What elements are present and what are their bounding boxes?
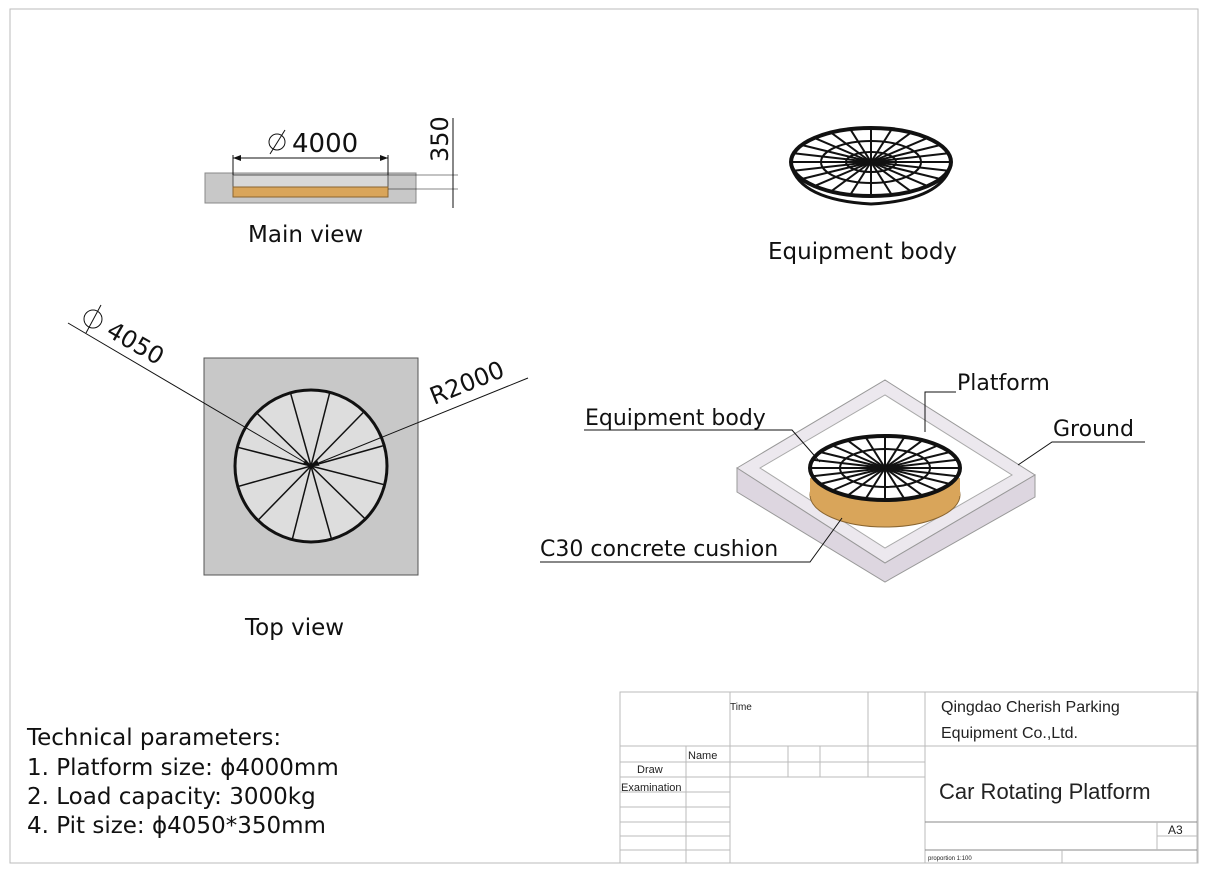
spoke-line — [884, 458, 958, 469]
spoke-line — [812, 458, 886, 469]
spoke-line — [256, 412, 312, 467]
spoke-line — [237, 446, 312, 467]
spoke-line — [237, 465, 312, 488]
equipment-body-view: Equipment body — [768, 126, 957, 265]
spoke-line — [870, 137, 928, 163]
main-view-label: Main view — [248, 222, 363, 248]
spoke-line — [884, 436, 906, 469]
spoke-line — [830, 161, 872, 193]
technical-item: 4. Pit size: ϕ4050*350mm — [27, 813, 326, 839]
spoke-line — [801, 161, 872, 180]
spoke-line — [870, 161, 941, 180]
spoke-line — [819, 451, 886, 469]
technical-parameters: Technical parameters: 1. Platform size: … — [26, 725, 339, 839]
proportion: proportion 1:100 — [928, 856, 972, 862]
name-label: Name — [688, 750, 717, 762]
main-height-dim: 350 — [426, 116, 454, 162]
sheet-size: A3 — [1168, 823, 1183, 837]
top-view: 4050 R2000 Top view — [67, 304, 529, 641]
spoke-line — [884, 467, 924, 497]
spoke-line — [257, 465, 312, 521]
spoke-line — [884, 467, 939, 492]
spoke-line — [884, 467, 951, 485]
main-diameter-dim: 4000 — [292, 129, 358, 159]
spoke-line — [310, 444, 385, 467]
spoke-line — [310, 411, 365, 467]
spoke-line — [793, 161, 872, 172]
drawing-title: Car Rotating Platform — [939, 779, 1151, 804]
examination-label: Examination — [621, 782, 682, 794]
company-line2: Equipment Co.,Ltd. — [941, 725, 1078, 742]
spoke-line — [310, 465, 385, 486]
spoke-line — [870, 152, 949, 163]
spoke-line — [831, 444, 886, 469]
spoke-line — [830, 131, 872, 163]
technical-item: 1. Platform size: ϕ4000mm — [27, 755, 339, 781]
sheet-border — [9, 8, 1199, 864]
spoke-line — [819, 467, 886, 485]
spoke-line — [801, 144, 872, 163]
spoke-line — [849, 161, 872, 196]
company-line1: Qingdao Cherish Parking — [941, 699, 1120, 716]
main-view: 4000 350 Main view — [204, 116, 458, 248]
technical-heading: Technical parameters: — [26, 725, 281, 751]
spoke-line — [870, 161, 912, 193]
spoke-line — [870, 161, 928, 187]
spoke-line — [884, 444, 939, 469]
spoke-line — [849, 128, 872, 163]
spoke-line — [870, 131, 912, 163]
assembly-view: Platform Equipment body Ground C30 concr… — [540, 371, 1145, 583]
time-label: Time — [730, 702, 752, 713]
spoke-line — [831, 467, 886, 492]
cushion-label: C30 concrete cushion — [540, 537, 778, 562]
spoke-line — [310, 465, 333, 540]
top-view-label: Top view — [244, 615, 344, 641]
spoke-line — [814, 161, 872, 187]
spoke-line — [310, 465, 366, 520]
spoke-line — [870, 144, 941, 163]
spoke-line — [289, 392, 312, 467]
spoke-line — [884, 451, 951, 469]
platform-label: Platform — [957, 371, 1050, 396]
draw-label: Draw — [637, 764, 663, 776]
spoke-line — [864, 436, 886, 469]
spoke-line — [846, 467, 886, 497]
technical-item: 2. Load capacity: 3000kg — [27, 784, 316, 810]
spoke-line — [310, 392, 331, 467]
spoke-line — [291, 465, 312, 540]
spoke-line — [870, 128, 893, 163]
spoke-line — [864, 467, 886, 500]
spoke-line — [884, 439, 924, 469]
spoke-line — [846, 439, 886, 469]
spoke-line — [870, 161, 893, 196]
spoke-line — [814, 137, 872, 163]
ground-label: Ground — [1053, 417, 1134, 442]
assembly-equipment-body-label: Equipment body — [585, 406, 766, 431]
title-block — [619, 691, 1198, 864]
spoke-line — [793, 152, 872, 163]
spoke-line — [884, 467, 906, 500]
spoke-line — [812, 467, 886, 478]
spoke-line — [870, 161, 949, 172]
equipment-body-label: Equipment body — [768, 239, 957, 265]
spoke-line — [884, 467, 958, 478]
